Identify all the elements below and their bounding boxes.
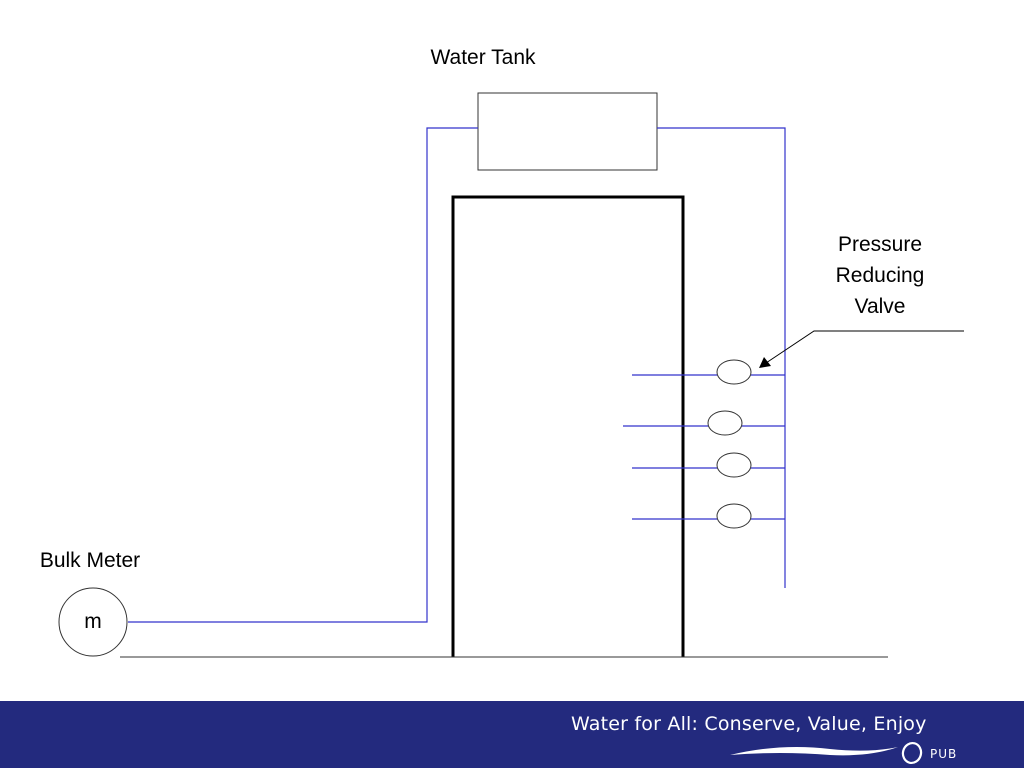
supply-pipe <box>128 127 478 623</box>
pub-logo-text: PUB <box>930 747 958 761</box>
distribution-pipe <box>657 127 786 588</box>
prv-callout-arrowhead <box>759 357 771 368</box>
footer-slogan: Water for All: Conserve, Value, Enjoy <box>571 713 927 735</box>
water-tank-label: Water Tank <box>430 46 536 69</box>
pressure-reducing-valve <box>716 452 752 478</box>
prv-label-line1: Pressure <box>838 233 922 256</box>
pressure-reducing-valve <box>716 359 752 385</box>
prv-callout-leader <box>765 330 964 364</box>
water-system-diagram: Water Tank Pressure Reducing Valve Bulk … <box>40 46 964 658</box>
pub-logo-icon <box>730 741 923 765</box>
bulk-meter-symbol: m <box>84 610 102 633</box>
pressure-reducing-valve <box>716 503 752 529</box>
bulk-meter-label: Bulk Meter <box>40 549 140 572</box>
building-outline <box>451 195 685 657</box>
pressure-reducing-valve <box>707 410 743 436</box>
prv-label-line2: Reducing <box>836 264 925 287</box>
water-tank <box>477 92 658 171</box>
prv-label-line3: Valve <box>855 295 906 318</box>
bulk-meter <box>58 587 128 657</box>
footer-bar: Water for All: Conserve, Value, Enjoy PU… <box>0 701 1024 768</box>
